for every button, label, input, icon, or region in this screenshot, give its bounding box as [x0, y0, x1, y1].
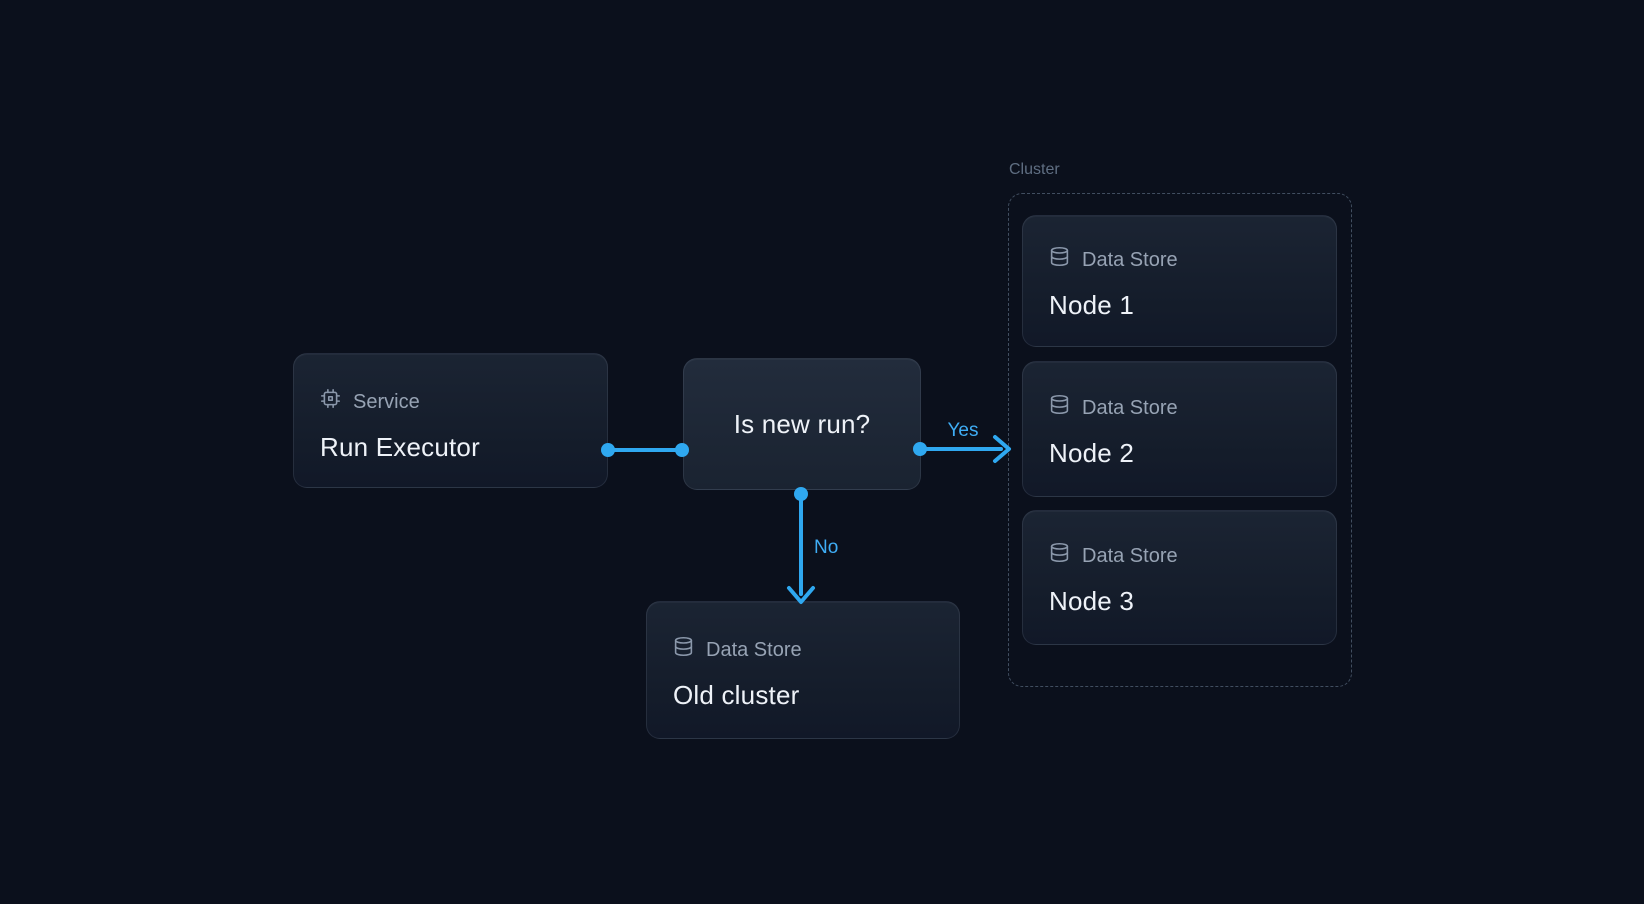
cluster-node-3[interactable]: Data Store Node 3 — [1022, 510, 1337, 645]
cluster-node-1[interactable]: Data Store Node 1 — [1022, 215, 1337, 347]
cluster-node-3-title: Node 3 — [1049, 586, 1135, 616]
old-cluster-node-title: Old cluster — [673, 680, 800, 710]
yes-arrowhead-icon — [993, 435, 1011, 463]
database-icon — [1049, 394, 1070, 421]
cluster-node-1-type-row: Data Store — [1023, 216, 1336, 273]
cluster-node-1-title: Node 1 — [1049, 290, 1135, 320]
old-cluster-node[interactable]: Data Store Old cluster — [646, 601, 960, 739]
cluster-node-2-type-label: Data Store — [1082, 396, 1178, 419]
decision-node[interactable]: Is new run? — [683, 358, 921, 490]
database-icon — [1049, 246, 1070, 273]
cluster-group-label: Cluster — [1009, 161, 1060, 178]
no-edge-label: No — [814, 537, 839, 558]
yes-edge-label: Yes — [947, 420, 979, 441]
database-icon — [1049, 542, 1070, 569]
cluster-node-2-title: Node 2 — [1049, 438, 1135, 468]
decision-node-title: Is new run? — [733, 408, 871, 439]
cpu-icon — [320, 388, 341, 415]
service-node-type-row: Service — [294, 354, 607, 415]
cluster-node-1-type-label: Data Store — [1082, 248, 1178, 271]
cluster-node-2-type-row: Data Store — [1023, 362, 1336, 421]
cluster-node-3-type-label: Data Store — [1082, 544, 1178, 567]
cluster-node-3-type-row: Data Store — [1023, 511, 1336, 569]
service-node-type-label: Service — [353, 390, 420, 413]
database-icon — [673, 636, 694, 663]
service-node[interactable]: Service Run Executor — [293, 353, 608, 488]
old-cluster-node-type-row: Data Store — [647, 602, 959, 663]
cluster-node-2[interactable]: Data Store Node 2 — [1022, 361, 1337, 497]
service-node-title: Run Executor — [320, 432, 480, 462]
old-cluster-node-type-label: Data Store — [706, 638, 802, 661]
no-arrowhead-icon — [787, 586, 815, 604]
